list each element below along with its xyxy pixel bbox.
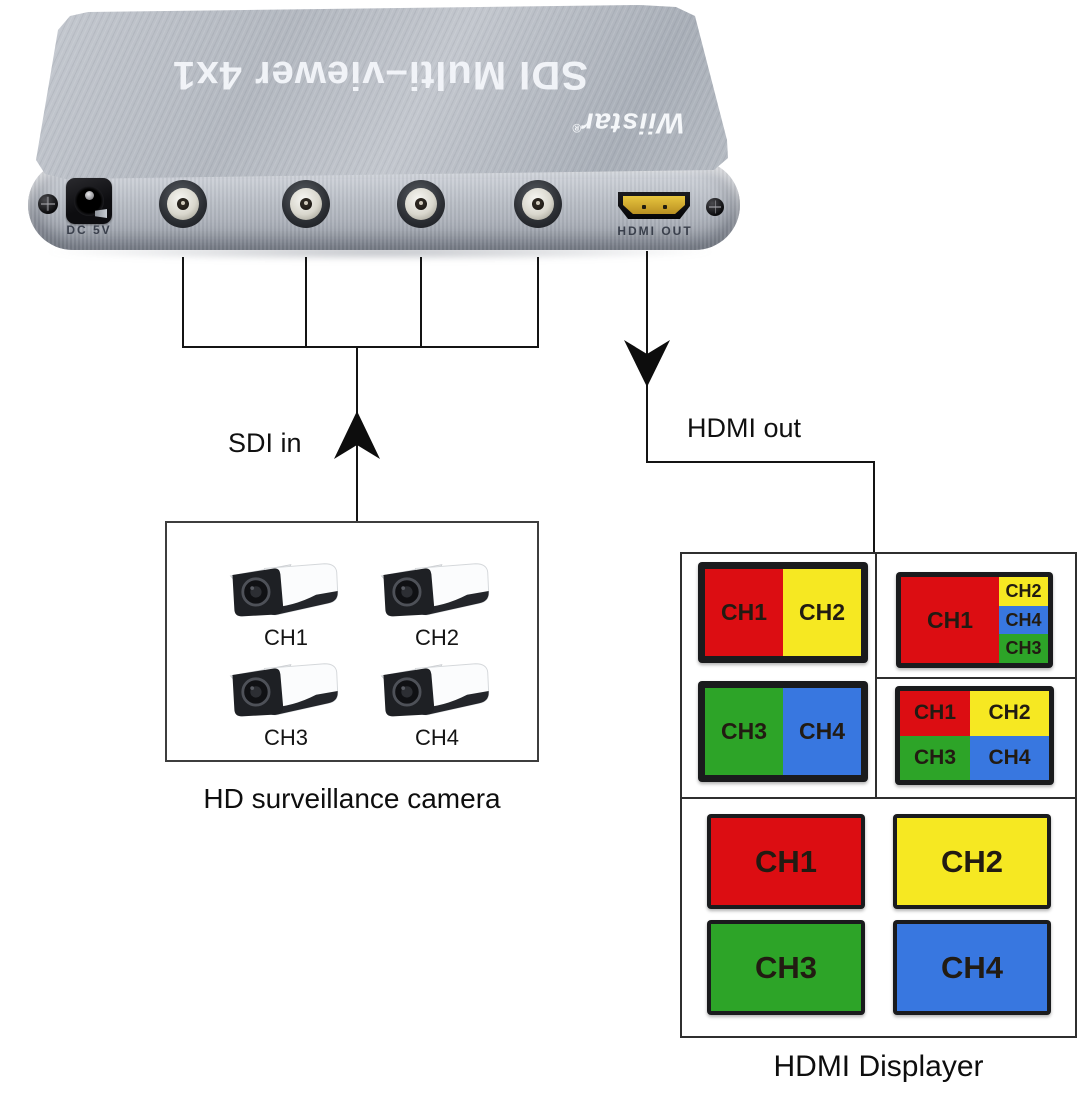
pip-side-column: CH2 CH4 CH3: [999, 577, 1048, 663]
device-title: SDI Multi–viewer 4x1: [172, 53, 588, 97]
hdmi-out-label: HDMI out: [687, 413, 802, 443]
monitor-dual-bottom: CH3 CH4: [698, 681, 868, 782]
monitor-full-ch2: CH2: [893, 814, 1051, 909]
hdmi-port-dot: [663, 205, 667, 209]
monitor-screen: CH3 CH4: [705, 688, 861, 775]
hdmi-port-dot: [642, 205, 646, 209]
camera-group-box: [165, 521, 539, 762]
quad-row-bottom: CH3 CH4: [900, 735, 1049, 780]
dc-jack-pin: [85, 191, 94, 200]
camera-icon: [375, 560, 499, 622]
dc-power-jack: [66, 178, 112, 224]
dc-port-label: DC 5V: [66, 223, 112, 237]
bnc-connector-3: [397, 180, 445, 228]
brand-name: Wiistar: [581, 106, 685, 139]
sdi-drop-lines: [182, 257, 539, 347]
screen-region-ch1: CH1: [705, 569, 783, 656]
sdi-in-arrow-icon: [334, 411, 380, 459]
bnc-connector-4: [514, 180, 562, 228]
displayer-divider-vertical: [875, 552, 877, 799]
screen-region-ch4: CH4: [897, 924, 1047, 1011]
bnc-connector-1: [159, 180, 207, 228]
displayer-caption: HDMI Displayer: [773, 1050, 984, 1083]
screen-region-ch1-main: CH1: [901, 577, 999, 663]
camera-label-ch2: CH2: [414, 625, 459, 650]
screen-region-ch3: CH3: [705, 688, 783, 775]
monitor-screen: CH1 CH2 CH3 CH4: [900, 691, 1049, 780]
camera-label-ch1: CH1: [263, 625, 308, 650]
screen-region-ch1: CH1: [900, 691, 971, 736]
displayer-divider-right: [875, 677, 1077, 679]
screw-icon: [706, 198, 724, 216]
hdmi-port: [618, 192, 690, 219]
hdmi-port-label: HDMI OUT: [617, 224, 693, 238]
monitor-screen: CH4: [897, 924, 1047, 1011]
screen-region-ch4: CH4: [999, 605, 1048, 635]
camera-icon: [224, 560, 348, 622]
quad-row-top: CH1 CH2: [900, 691, 1049, 736]
hdmi-out-arrow-icon: [624, 340, 670, 387]
monitor-screen: CH1 CH2 CH4 CH3: [901, 577, 1048, 663]
registered-mark: ®: [571, 121, 582, 135]
camera-icon: [375, 660, 499, 722]
hdmi-feed-line: [646, 251, 875, 552]
monitor-pip: CH1 CH2 CH4 CH3: [896, 572, 1053, 668]
screen-region-ch2: CH2: [783, 569, 861, 656]
screen-region-ch3: CH3: [711, 924, 861, 1011]
bnc-pin: [304, 201, 308, 205]
screen-region-ch1: CH1: [711, 818, 861, 905]
displayer-divider-full: [680, 797, 1077, 799]
bnc-pin: [181, 201, 185, 205]
screen-region-ch2: CH2: [970, 691, 1049, 736]
bnc-pin: [536, 201, 540, 205]
screen-region-ch2: CH2: [999, 577, 1048, 606]
hdmi-port-contacts: [623, 196, 685, 214]
monitor-screen: CH2: [897, 818, 1047, 905]
screen-region-ch3: CH3: [999, 634, 1048, 663]
monitor-full-ch1: CH1: [707, 814, 865, 909]
camera-icon: [224, 660, 348, 722]
camera-label-ch4: CH4: [414, 725, 459, 750]
camera-label-ch3: CH3: [263, 725, 308, 750]
monitor-quad: CH1 CH2 CH3 CH4: [895, 686, 1054, 785]
screen-region-ch3: CH3: [900, 735, 971, 780]
device-top-face: [36, 5, 728, 179]
monitor-screen: CH1 CH2: [705, 569, 861, 656]
monitor-screen: CH1: [711, 818, 861, 905]
screw-icon: [38, 194, 58, 214]
camera-box-caption: HD surveillance camera: [203, 783, 501, 814]
monitor-screen: CH3: [711, 924, 861, 1011]
monitor-full-ch4: CH4: [893, 920, 1051, 1015]
bnc-pin: [419, 201, 423, 205]
monitor-dual-top: CH1 CH2: [698, 562, 868, 663]
screen-region-ch4: CH4: [783, 688, 861, 775]
dc-jack-slot: [95, 209, 107, 218]
screen-region-ch2: CH2: [897, 818, 1047, 905]
screen-region-ch4: CH4: [970, 735, 1049, 780]
brand-logo: Wiistar®: [548, 104, 708, 152]
bnc-connector-2: [282, 180, 330, 228]
monitor-full-ch3: CH3: [707, 920, 865, 1015]
sdi-in-label: SDI in: [228, 428, 302, 458]
